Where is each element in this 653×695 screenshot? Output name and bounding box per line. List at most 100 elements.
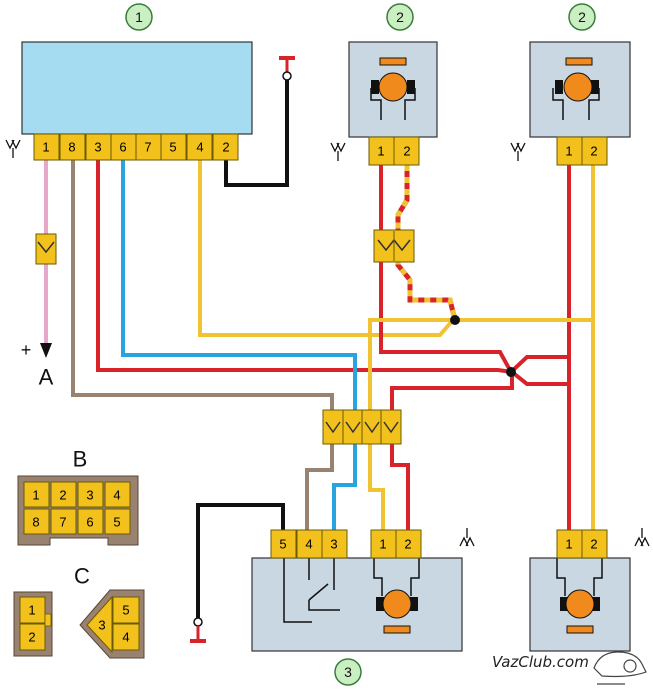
callout-label: 2 <box>396 9 404 25</box>
pin-box <box>270 529 297 559</box>
pin-box <box>50 508 77 535</box>
watermark-text: VazClub.com <box>492 653 589 671</box>
pin-box <box>104 481 131 508</box>
pin-box <box>581 136 608 166</box>
wire-yellow-pin4 <box>198 160 595 337</box>
motor-icon <box>556 558 603 634</box>
fuse-icon <box>373 229 415 263</box>
label-a: A <box>39 365 54 390</box>
wire-red-hub <box>390 372 514 420</box>
double-arrow-icon <box>459 528 475 547</box>
pin-box <box>50 481 77 508</box>
motor-icon <box>373 558 420 634</box>
plus-label: + <box>21 340 32 360</box>
double-arrow-icon <box>5 139 21 158</box>
pin-label: 2 <box>59 488 66 503</box>
pin-label: 2 <box>28 630 35 645</box>
pin-label: 2 <box>590 144 597 159</box>
unit-1: 1 8 3 6 7 5 4 2 <box>21 41 253 161</box>
pin-label: 1 <box>379 537 386 552</box>
pin-box <box>135 133 162 161</box>
pin-label: 5 <box>113 515 120 530</box>
pin-box <box>19 623 46 651</box>
pin-label: 8 <box>68 140 75 155</box>
pin-label: 8 <box>32 515 39 530</box>
pin-label: 5 <box>122 603 129 618</box>
junction-dot <box>506 367 516 377</box>
pin-box <box>556 529 583 559</box>
pin-box <box>104 508 131 535</box>
connector-b: 1 2 3 4 8 7 6 5 <box>17 475 139 546</box>
pin-box <box>19 596 46 624</box>
unit-1-connector: 1 8 3 6 7 5 4 2 <box>33 133 239 161</box>
motor-icon <box>370 57 416 120</box>
pin-label: 5 <box>169 140 176 155</box>
label-c: C <box>74 564 90 589</box>
callout-motor-right: 2 <box>568 3 596 31</box>
pin-box <box>77 508 104 535</box>
pin-label: 4 <box>122 630 129 645</box>
wire-brown-down <box>305 440 334 530</box>
double-arrow-icon <box>510 142 526 161</box>
callout-unit: 1 <box>125 3 153 31</box>
callout-label: 1 <box>135 9 143 25</box>
pin-box <box>85 133 112 161</box>
switch-icon <box>283 558 340 623</box>
pin-box <box>112 596 140 624</box>
pin-box <box>581 529 608 559</box>
ground-icon <box>279 56 295 81</box>
pin-box <box>212 133 239 161</box>
pin-label: 4 <box>305 537 312 552</box>
pin-box <box>23 508 50 535</box>
arrow-down-icon <box>40 343 52 358</box>
wire-black-unit3-ground <box>196 503 285 620</box>
wire-black-unit-ground <box>224 76 289 187</box>
pin-label: 3 <box>86 488 93 503</box>
splice-block <box>322 409 402 445</box>
pin-box <box>186 133 213 161</box>
pin-label: 1 <box>28 603 35 618</box>
callout-label: 3 <box>344 664 352 680</box>
pin-box <box>368 136 395 166</box>
pin-label: 6 <box>86 515 93 530</box>
pin-box <box>86 595 113 654</box>
wire-blue-down <box>332 440 357 530</box>
double-arrow-icon <box>634 528 650 547</box>
wires <box>44 76 595 620</box>
pin-box <box>556 136 583 166</box>
callout-label: 2 <box>578 9 586 25</box>
wire-brown-pin8 <box>71 160 334 420</box>
wire-yellow-down <box>368 440 385 530</box>
pin-box <box>160 133 187 161</box>
wire-yellow-hub <box>368 318 453 420</box>
unit-1-body <box>21 41 253 135</box>
junction-dot <box>450 315 460 325</box>
pin-box <box>77 481 104 508</box>
fuse-icon <box>35 233 57 265</box>
pin-label: 6 <box>119 140 126 155</box>
pin-label: 1 <box>32 488 39 503</box>
pin-label: 1 <box>565 144 572 159</box>
pin-box <box>23 481 50 508</box>
pin-box <box>110 133 137 161</box>
motor-icon <box>552 57 600 120</box>
pin-label: 2 <box>222 140 229 155</box>
motor-body <box>251 557 463 652</box>
motor-right-bottom: 1 2 <box>529 529 631 652</box>
pin-label: 5 <box>279 537 286 552</box>
pin-label: 2 <box>404 537 411 552</box>
pin-label: 2 <box>590 537 597 552</box>
motor-right-top: 1 2 <box>529 41 631 166</box>
pin-box <box>395 529 422 559</box>
pin-label: 4 <box>113 488 120 503</box>
pin-box <box>321 529 348 559</box>
pin-box <box>112 623 140 651</box>
connector-c-right: 3 5 4 <box>79 589 145 659</box>
pin-label: 1 <box>377 144 384 159</box>
pin-label: 2 <box>403 144 410 159</box>
label-b: B <box>73 447 88 472</box>
pin-label: 3 <box>94 140 101 155</box>
car-logo-icon <box>593 651 647 685</box>
wire-red-down <box>390 440 410 530</box>
